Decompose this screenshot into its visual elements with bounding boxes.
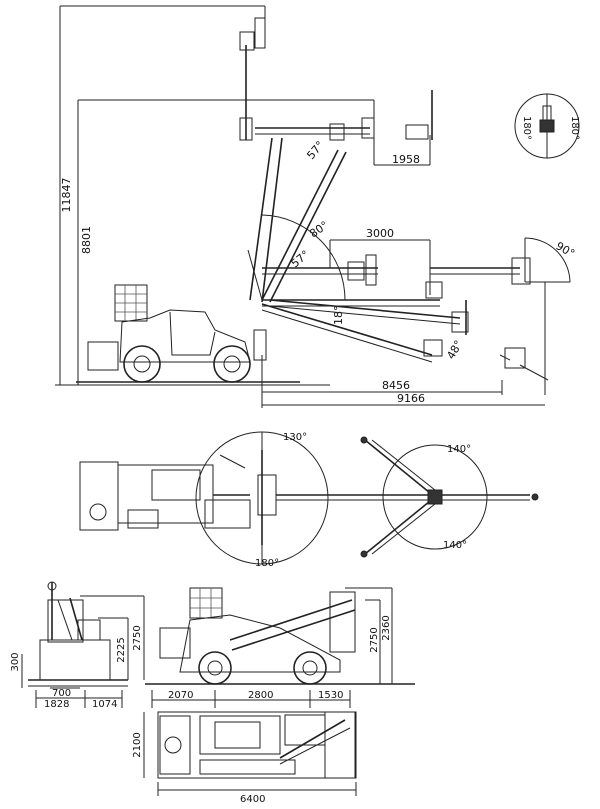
bottom-dim-width: 2100	[132, 732, 143, 757]
side-dim-height-b: 2360	[381, 615, 392, 640]
plan-view: 130° 180° 140° 140°	[79, 431, 539, 569]
dim-outreach-b: 9166	[397, 392, 425, 405]
side-dim-wheelbase: 2800	[248, 690, 273, 701]
rotation-left: 180°	[521, 116, 532, 140]
front-dim-height-b: 2750	[132, 625, 143, 650]
angle-basket-right: 90°	[554, 239, 577, 260]
angle-basket-low: 48°	[444, 338, 465, 361]
front-dim-ground: 300	[10, 652, 21, 671]
angle-low: 18°	[332, 306, 345, 326]
side-dim-front: 2070	[168, 690, 193, 701]
plan-angle-top: 130°	[283, 432, 307, 443]
dim-mid-outreach: 3000	[366, 227, 394, 240]
angle-jib-mid: 57°	[289, 248, 312, 270]
front-dim-width-b: 1074	[92, 699, 117, 710]
angle-jib-upper: 57°	[304, 139, 326, 162]
bottom-dim-length: 6400	[240, 794, 265, 805]
side-front-wheel	[293, 651, 327, 685]
rotation-symbol: 180° 180°	[514, 93, 580, 159]
machine-elevation	[76, 284, 300, 383]
dim-height-total: 11847	[60, 178, 73, 213]
front-dim-track: 700	[52, 688, 71, 699]
dim-top-outreach: 1958	[392, 153, 420, 166]
elevation-view: 11847 8801 1958 57° 80° 57° 18° 48° 90°	[55, 5, 580, 408]
plan-angle-right-top: 140°	[447, 444, 471, 455]
plan-angle-right-bottom: 140°	[443, 540, 467, 551]
front-dim-width-a: 1828	[44, 699, 69, 710]
side-rear-wheel	[198, 651, 232, 685]
front-dim-height-a: 2225	[116, 637, 127, 662]
side-dim-rear: 1530	[318, 690, 343, 701]
bottom-plan-view: 2100 6400	[132, 711, 357, 805]
plan-angle-bottom: 180°	[255, 558, 279, 569]
front-wheel	[213, 345, 251, 383]
dim-height-platform: 8801	[80, 226, 93, 254]
dim-outreach-a: 8456	[382, 379, 410, 392]
rotation-right: 180°	[569, 116, 580, 140]
side-dim-height-a: 2750	[369, 627, 380, 652]
rear-wheel	[123, 345, 161, 383]
plan-rotation-circle-right	[382, 444, 488, 550]
front-view: 2225 2750 300 700 1828 1074	[10, 581, 145, 710]
side-view: 2750 2360 2070 2800 1530	[145, 587, 415, 708]
